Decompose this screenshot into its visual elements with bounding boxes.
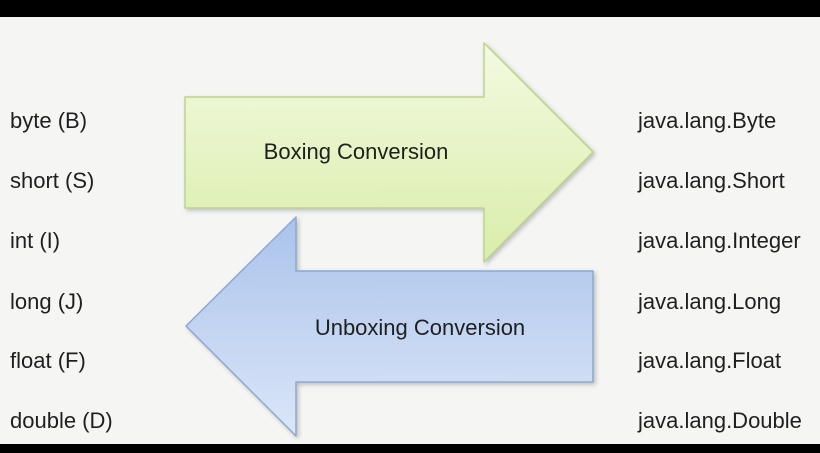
- primitive-label-short: short (S): [10, 168, 95, 193]
- wrapper-label-short: java.lang.Short: [638, 168, 785, 193]
- unboxing-arrow-label: Unboxing Conversion: [314, 315, 526, 340]
- unboxing-arrow-shape: [185, 216, 594, 437]
- primitive-label-int: int (I): [10, 228, 61, 253]
- wrapper-label-double: java.lang.Double: [638, 408, 802, 433]
- wrapper-label-long: java.lang.Long: [638, 289, 782, 314]
- wrapper-label-integer: java.lang.Integer: [638, 228, 801, 253]
- primitive-label-byte: byte (B): [10, 108, 88, 133]
- primitive-label-long: long (J): [10, 289, 84, 314]
- primitive-label-double: double (D): [10, 408, 113, 433]
- wrapper-label-byte: java.lang.Byte: [638, 108, 777, 133]
- boxing-arrow-shape: [184, 42, 594, 263]
- top-letterbox-bar: [0, 0, 820, 17]
- bottom-letterbox-bar: [0, 444, 820, 453]
- wrapper-label-float: java.lang.Float: [638, 348, 782, 373]
- primitive-label-float: float (F): [10, 348, 86, 373]
- boxing-arrow-label: Boxing Conversion: [263, 139, 449, 164]
